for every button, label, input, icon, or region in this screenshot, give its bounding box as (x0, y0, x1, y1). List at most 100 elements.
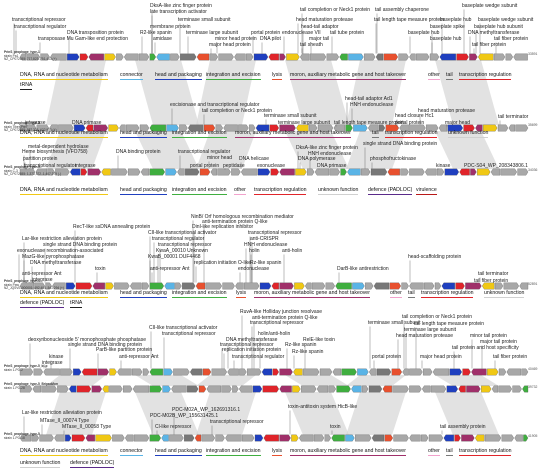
gene-arrow (198, 385, 207, 393)
gene-arrow (438, 124, 448, 132)
gene-arrow (426, 124, 439, 132)
gene-label: Heme biosynthesis (VFO758) (22, 149, 88, 155)
gene-arrow (409, 434, 421, 442)
legend-head: head and packaging (155, 72, 202, 80)
gene-arrow (378, 124, 386, 132)
gene-arrow (500, 168, 517, 176)
gene-arrow (149, 368, 163, 376)
gene-arrow (257, 168, 271, 176)
gene-arrow (376, 368, 392, 376)
gene-arrow (97, 368, 109, 376)
track-label-3: PrinS_prophage_type-3 strain C-3 NZ_CP07… (4, 165, 61, 177)
gene-arrow (239, 385, 253, 393)
gene-arrow (36, 124, 49, 132)
gene-arrow (67, 53, 80, 61)
track-location: NZ_CP072655: 587,255..622,953 (+) (4, 128, 57, 133)
legend-defence: defence (PADLOC) (20, 300, 65, 308)
gene-label: phosphofructokinase (370, 156, 417, 162)
gene-arrow (365, 282, 374, 290)
gene-label: head maturation protease (296, 17, 353, 23)
gene-arrow (166, 124, 179, 132)
gene-arrow (111, 168, 128, 176)
gene-arrow (307, 168, 315, 176)
gene-arrow (463, 124, 475, 132)
gene-arrow (475, 124, 483, 132)
gene-arrow (203, 124, 216, 132)
gene-arrow (45, 282, 52, 290)
gene-arrow (108, 124, 119, 132)
gene-arrow (173, 368, 190, 376)
gene-label: tail assembly chaperone (375, 7, 429, 13)
gene-arrow (75, 282, 93, 290)
gene-arrow (249, 124, 256, 132)
track-name: PrinS_prophage_type-3 (4, 165, 40, 169)
synteny-band (285, 131, 349, 169)
legend-transcription: transcription regulation (385, 130, 438, 138)
gene-arrow (133, 434, 150, 442)
gene-arrow (481, 385, 492, 393)
gene-arrow (41, 385, 57, 393)
gene-arrow (279, 385, 292, 393)
gene-label: minor head protein (215, 36, 257, 42)
gene-arrow (409, 124, 426, 132)
gene-arrow (19, 168, 36, 176)
gene-label: transcriptional repressor (158, 242, 212, 248)
gene-label: minor tail protein (470, 333, 507, 339)
gene-arrow (522, 385, 529, 393)
gene-label: transcriptional regulator (14, 24, 67, 30)
gene-arrow (409, 282, 424, 290)
legend-moron: moron, auxiliary metabolic gene and host… (254, 290, 370, 298)
gene-arrow (309, 53, 327, 61)
gene-label: amidase (153, 36, 172, 42)
gene-arrow (369, 368, 377, 376)
gene-label: endonuclease (238, 266, 270, 272)
gene-arrow (399, 124, 409, 132)
track-strain: strain 1-PG-2 (4, 367, 23, 372)
gene-label: holin (249, 248, 260, 254)
gene-arrow (74, 124, 86, 132)
gene-arrow (279, 168, 295, 176)
gene-label: tail terminator (478, 271, 509, 277)
legend-dna: DNA, RNA and nucleotide metabolism (20, 130, 108, 138)
legend-other: other (390, 290, 402, 298)
gene-arrow (47, 168, 55, 176)
gene-arrow (253, 53, 269, 61)
synteny-band (346, 392, 406, 435)
gene-label: major head protein (420, 354, 462, 360)
legend-transcription: transcription regulation (459, 448, 512, 456)
gene-label: deoxyribonucleoside 5' monophosphate pho… (28, 337, 146, 343)
gene-label: excisionase and transcriptional regulato… (170, 102, 260, 108)
gene-arrow (345, 124, 353, 132)
gene-arrow (517, 168, 529, 176)
gene-label: DNA helicase (239, 156, 270, 162)
legend-transcription: transcription regulation (254, 187, 307, 195)
gene-arrow (505, 53, 513, 61)
track-label-4: PrinS_prophage_type-4 strain Paw NZ_JQSV… (4, 279, 64, 291)
gene-arrow (434, 282, 442, 290)
synteny-band (196, 375, 256, 386)
gene-arrow (454, 434, 461, 442)
gene-arrow (19, 368, 34, 376)
gene-arrow (223, 124, 238, 132)
gene-arrow (70, 168, 81, 176)
gene-label: baseplate hub (440, 17, 472, 23)
gene-arrow (465, 282, 482, 290)
legend-moron: moron, auxiliary metabolic gene and host… (290, 448, 406, 456)
gene-arrow (88, 53, 104, 61)
gene-label: late transcription activator (150, 9, 207, 15)
gene-arrow (393, 434, 409, 442)
gene-label: DNA binding protein (116, 149, 161, 155)
gene-label: terminase large subunit (404, 327, 456, 333)
track-strain: strain C-3 (4, 168, 18, 173)
gene-arrow (187, 385, 199, 393)
gene-arrow (375, 53, 384, 61)
gene-arrow (444, 168, 459, 176)
gene-label: Rz-like spanin (285, 342, 317, 348)
gene-arrow (81, 368, 98, 376)
gene-arrow (254, 434, 264, 442)
gene-arrow (332, 368, 341, 376)
gene-label: transcriptional repressor (250, 320, 304, 326)
gene-arrow (49, 124, 58, 132)
gene-arrow (43, 368, 60, 376)
gene-arrow (242, 434, 255, 442)
